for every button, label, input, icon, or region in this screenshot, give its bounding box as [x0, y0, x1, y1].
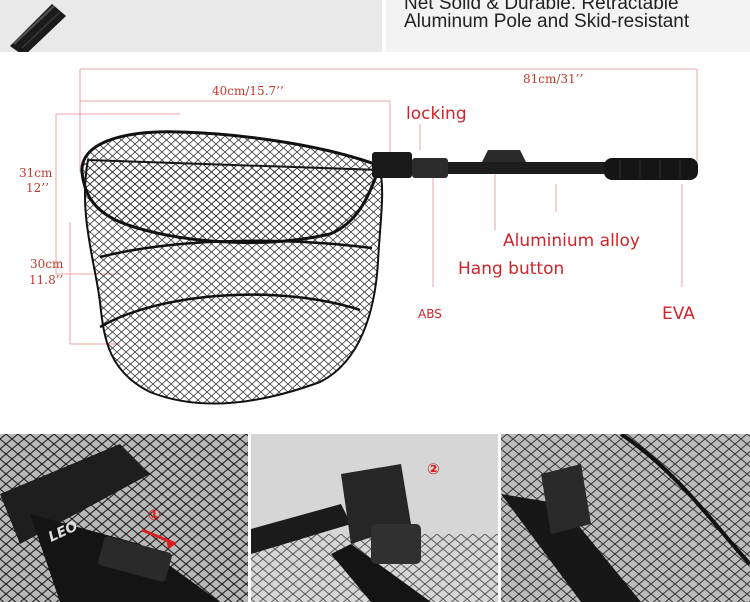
- hoop-width-in-label: 12’’: [26, 181, 49, 195]
- total-length-label: 81cm/31’’: [523, 72, 584, 86]
- hoop-length-label: 40cm/15.7’’: [212, 84, 284, 98]
- net-depth-in-label: 11.8’’: [29, 273, 64, 287]
- dimension-lines: [55, 68, 698, 345]
- handle-photo-crop: [0, 0, 382, 52]
- photo-step-1: ① LEO: [0, 434, 248, 602]
- step-1-marker: ①: [148, 506, 161, 524]
- net-diagram: 81cm/31’’ 40cm/15.7’’ 31cm 12’’ 30cm 11.…: [0, 52, 750, 434]
- photo-folded: [501, 434, 750, 602]
- locking-collar: [412, 158, 448, 178]
- aluminium-label: Aluminium alloy: [503, 231, 640, 251]
- locking-label: locking: [406, 104, 467, 124]
- step-2-marker: ②: [427, 460, 440, 478]
- eva-handle: [604, 158, 698, 180]
- aluminium-pole: [448, 162, 608, 174]
- caption-line-2: Aluminum Pole and Skid-resistant: [404, 11, 690, 32]
- hang-button-shape: [482, 150, 526, 162]
- caption-line-1: Net Solid & Durable. Retractable: [404, 0, 679, 14]
- hang-button-label: Hang button: [458, 259, 565, 279]
- net-hoop: [80, 130, 382, 244]
- hoop-width-cm-label: 31cm: [19, 166, 53, 180]
- abs-label: ABS: [418, 307, 442, 321]
- hinge-block: [372, 152, 412, 178]
- net-depth-cm-label: 30cm: [30, 257, 64, 271]
- top-divider: [383, 0, 386, 52]
- photo-step-2: ②: [251, 434, 498, 602]
- feature-caption: Net Solid & Durable. Retractable Aluminu…: [386, 0, 750, 52]
- landing-net-illustration: [55, 68, 698, 405]
- eva-label: EVA: [662, 304, 695, 324]
